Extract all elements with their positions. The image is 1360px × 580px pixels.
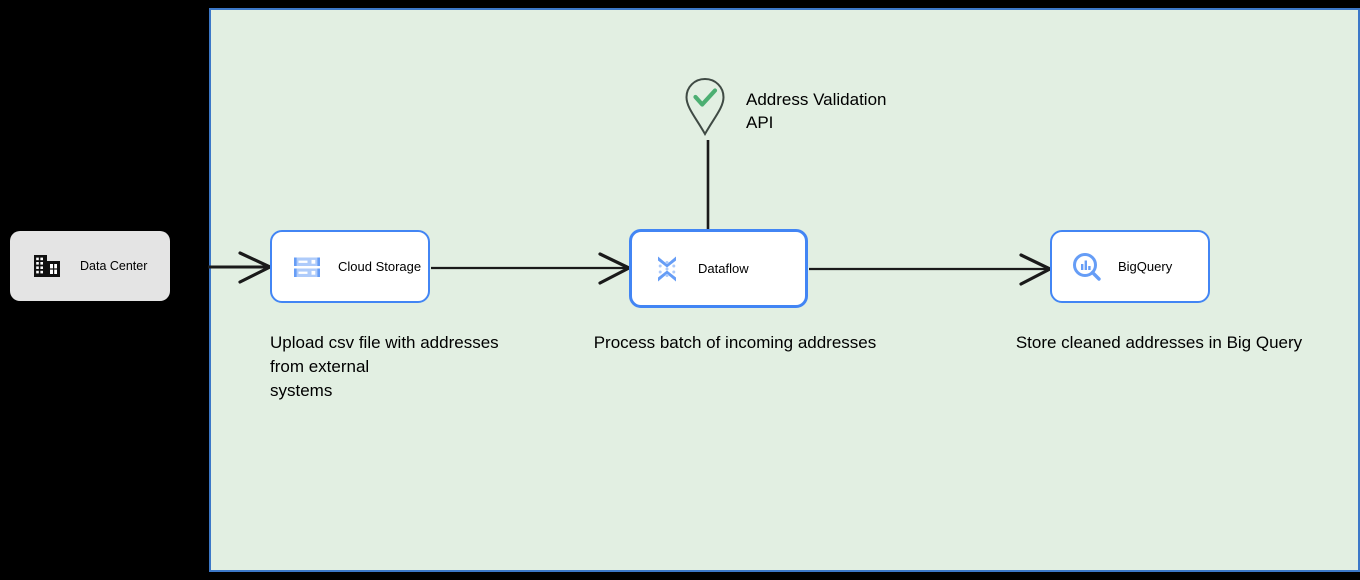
node-label-dataflow: Dataflow (698, 261, 749, 276)
node-label-cloud-storage: Cloud Storage (338, 259, 422, 274)
map-pin-check-icon (682, 76, 728, 138)
caption-upload-csv: Upload csv file with addresses from exte… (270, 333, 499, 400)
dataflow-icon (650, 252, 684, 286)
node-data-center[interactable]: Data Center (10, 231, 170, 301)
caption-process-batch: Process batch of incoming addresses (593, 333, 877, 352)
building-icon (30, 249, 64, 283)
node-address-validation-api[interactable]: Address Validation API (682, 76, 962, 146)
cloud-storage-icon (290, 250, 324, 284)
node-label-address-validation-api: Address Validation API (746, 90, 887, 132)
node-bigquery[interactable]: BigQuery (1050, 230, 1210, 303)
node-label-bigquery: BigQuery (1118, 259, 1173, 274)
node-label-data-center: Data Center (80, 259, 148, 273)
node-cloud-storage[interactable]: Cloud Storage (270, 230, 430, 303)
caption-store-cleaned: Store cleaned addresses in Big Query (1015, 333, 1303, 352)
bigquery-icon (1070, 250, 1104, 284)
node-dataflow[interactable]: Dataflow (629, 229, 808, 308)
